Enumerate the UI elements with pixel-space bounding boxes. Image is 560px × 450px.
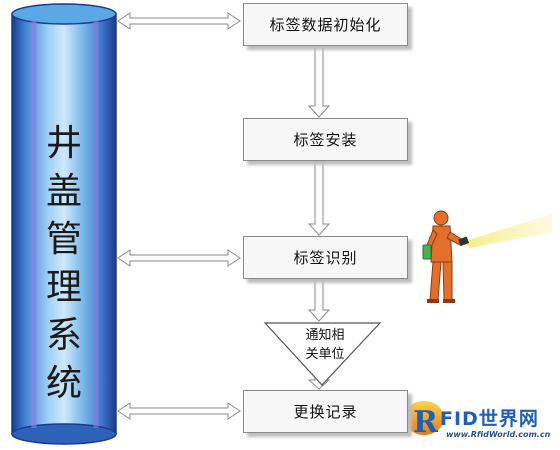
step-replace-record: 更换记录: [243, 390, 408, 433]
link-arrow-identify: [117, 249, 241, 267]
step-tag-identify: 标签识别: [243, 236, 408, 279]
system-title-char: 井: [45, 123, 82, 164]
scanner-device: [422, 244, 432, 260]
logo-url: www.RfidWorld.com.cn: [446, 430, 551, 439]
worker-figure: [422, 210, 552, 303]
step-tag-install: 标签安装: [243, 118, 408, 161]
flow-arrow-1: [307, 46, 331, 118]
flow-arrow-3: [307, 279, 331, 322]
logo-wordmark: FID世界网: [440, 408, 539, 430]
decision-triangle: [263, 322, 382, 386]
reader-beam: [462, 214, 552, 248]
flow-arrow-2: [307, 161, 331, 236]
step-tag-data-init: 标签数据初始化: [243, 3, 408, 46]
system-title-char: 管: [45, 219, 82, 260]
link-arrow-replace: [117, 402, 241, 420]
system-title-char: 理: [45, 267, 82, 308]
link-arrow-init: [117, 12, 241, 30]
system-pillar: [11, 3, 117, 445]
system-title-char: 统: [45, 363, 82, 404]
decision-text-line2: 关单位: [305, 347, 345, 362]
decision-text-line1: 通知相: [305, 328, 345, 343]
svg-text:R: R: [413, 405, 439, 440]
system-title-char: 盖: [45, 171, 82, 212]
system-title: 井 盖 管 理 系 统: [36, 120, 92, 408]
rfidworld-logo: R: [404, 401, 444, 440]
system-title-char: 系: [45, 315, 82, 356]
